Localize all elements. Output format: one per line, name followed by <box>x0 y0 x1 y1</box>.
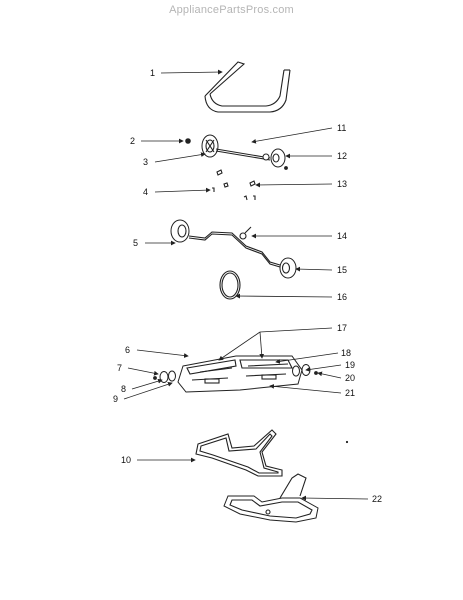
callout-18: 18 <box>341 348 351 358</box>
leader-17a <box>218 331 261 361</box>
leader-11 <box>251 127 333 144</box>
leader-4 <box>154 187 211 193</box>
part-clips <box>212 169 256 201</box>
callout-16: 16 <box>337 292 347 302</box>
callout-5: 5 <box>133 238 138 248</box>
stray-mark <box>345 440 349 444</box>
leader-19 <box>305 364 342 372</box>
callout-14: 14 <box>337 231 347 241</box>
leader-8 <box>131 378 163 390</box>
leader-lines <box>123 69 369 501</box>
callout-3: 3 <box>143 157 148 167</box>
callout-20: 20 <box>345 373 355 383</box>
callout-19: 19 <box>345 360 355 370</box>
leader-20 <box>317 371 342 379</box>
leader-1 <box>160 69 223 75</box>
leader-17b <box>259 331 265 359</box>
part-wheel-15 <box>279 257 297 279</box>
leader-7 <box>127 367 159 376</box>
part-bottom-plate <box>223 473 319 523</box>
callout-8: 8 <box>121 384 126 394</box>
part-axle-washer <box>262 153 270 161</box>
part-side-washers-right <box>292 364 318 377</box>
leader-13 <box>255 182 333 188</box>
callout-13: 13 <box>337 179 347 189</box>
callout-12: 12 <box>337 151 347 161</box>
leader-3 <box>154 152 206 163</box>
callout-2: 2 <box>130 136 135 146</box>
callout-4: 4 <box>143 187 148 197</box>
callout-9: 9 <box>113 394 118 404</box>
leader-15 <box>295 266 333 272</box>
part-rear-axle-assembly <box>170 219 281 268</box>
callout-15: 15 <box>337 265 347 275</box>
callout-21: 21 <box>345 388 355 398</box>
callout-22: 22 <box>372 494 382 504</box>
part-rear-wheel <box>270 148 288 170</box>
leader-6 <box>136 349 189 358</box>
leader-22 <box>301 495 369 501</box>
leader-16 <box>235 293 333 299</box>
callout-10: 10 <box>121 455 131 465</box>
part-base-plate <box>177 355 303 393</box>
callout-11: 11 <box>337 123 346 133</box>
part-axle <box>215 148 271 161</box>
leader-18 <box>275 352 339 364</box>
leader-9 <box>123 381 173 400</box>
callout-labels: 1 2 3 4 5 6 7 8 9 10 11 12 13 14 15 16 1… <box>113 68 382 504</box>
part-side-washers-left <box>153 370 176 383</box>
callout-17: 17 <box>337 323 347 333</box>
part-front-wheel <box>201 134 219 158</box>
part-gasket <box>195 429 283 477</box>
callout-7: 7 <box>117 363 122 373</box>
callout-1: 1 <box>150 68 155 78</box>
leader-17 <box>259 327 333 333</box>
part-small-nut <box>185 138 191 144</box>
part-handle-bail <box>204 61 291 113</box>
site-watermark: AppliancePartsPros.com <box>169 4 294 16</box>
leader-21 <box>269 384 342 394</box>
part-spring-pin <box>239 226 252 240</box>
callout-6: 6 <box>125 345 130 355</box>
part-belt-ring <box>219 270 241 300</box>
